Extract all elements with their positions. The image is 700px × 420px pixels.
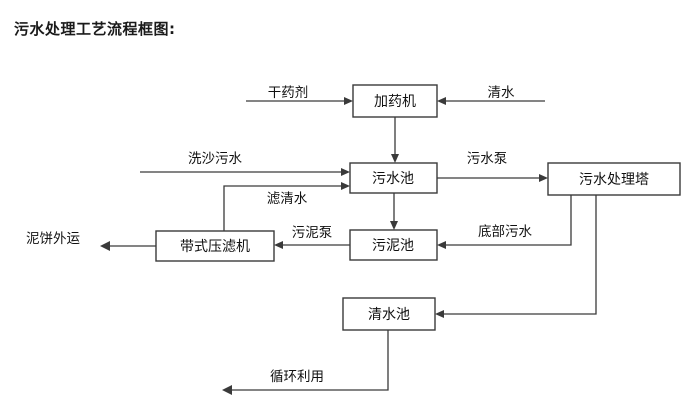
node-box [352, 84, 438, 118]
edge-line [441, 195, 597, 315]
node-box [155, 230, 275, 262]
node-label-dosing-machine: 加药机 [374, 94, 416, 110]
edge-label-mud-cake: 泥饼外运 [26, 231, 80, 247]
edge-label-recycle-use: 循环利用 [270, 369, 324, 385]
edge-tower-to-clear-water-pool [435, 195, 597, 318]
arrow-head-icon [435, 310, 444, 318]
edge-label-sludge-pump: 污泥泵 [292, 225, 333, 241]
edge-mud-cake-output: 泥饼外运 [26, 231, 156, 251]
edge-label-wash-sand-sewage: 洗沙污水 [188, 151, 242, 167]
edge-line [443, 195, 572, 246]
arrow-head-icon [390, 221, 398, 230]
arrow-head-icon [274, 241, 283, 249]
edge-label-sewage-pump: 污水泵 [467, 151, 508, 167]
node-label-belt-filter-press: 带式压滤机 [180, 239, 250, 255]
edge-bottom-sewage-to-sludge: 底部污水 [437, 195, 572, 249]
edge-sludge-pump-to-press: 污泥泵 [274, 225, 350, 249]
node-box [349, 229, 438, 261]
arrow-head-icon [222, 385, 232, 395]
node-treatment-tower[interactable]: 污水处理塔 [547, 162, 681, 196]
node-box [342, 297, 436, 331]
arrow-head-icon [539, 174, 548, 182]
arrow-head-icon [341, 182, 350, 190]
arrow-head-icon [344, 97, 353, 105]
node-label-sludge-pool: 污泥池 [372, 238, 414, 254]
edge-line [223, 185, 344, 231]
edge-wash-sand-sewage-to-pool: 洗沙污水 [140, 151, 350, 176]
node-label-sewage-pool: 污水池 [372, 171, 414, 187]
edge-label-clean-water: 清水 [488, 85, 516, 101]
edge-dry-agent-to-dosing: 干药剂 [246, 85, 353, 105]
arrow-head-icon [391, 154, 399, 163]
edge-recycle-use-output: 循环利用 [222, 330, 389, 395]
page-title: 污水处理工艺流程框图: [14, 20, 176, 38]
node-box [349, 162, 438, 194]
node-clear-water-pool[interactable]: 清水池 [342, 297, 436, 331]
node-sludge-pool[interactable]: 污泥池 [349, 229, 438, 261]
edge-dosing-to-sewage-pool [391, 117, 399, 163]
node-label-clear-water-pool: 清水池 [368, 307, 410, 323]
edge-label-dry-agent: 干药剂 [268, 85, 309, 101]
edge-clean-water-to-dosing: 清水 [437, 85, 545, 105]
edge-sewage-pump-to-tower: 污水泵 [437, 151, 548, 182]
arrow-head-icon [341, 168, 350, 176]
node-label-treatment-tower: 污水处理塔 [579, 172, 649, 188]
edge-sewage-pool-to-sludge-pool [390, 193, 398, 230]
node-sewage-pool[interactable]: 污水池 [349, 162, 438, 194]
edge-filtered-water-to-pool: 滤清水 [223, 182, 350, 231]
arrow-head-icon [437, 97, 446, 105]
node-dosing-machine[interactable]: 加药机 [352, 84, 438, 118]
edge-line [228, 330, 389, 391]
arrow-head-icon [100, 241, 110, 251]
edge-label-bottom-sewage: 底部污水 [478, 224, 532, 240]
node-belt-filter-press[interactable]: 带式压滤机 [155, 230, 275, 262]
node-box [547, 162, 681, 196]
edge-label-filtered-water: 滤清水 [267, 191, 308, 207]
arrow-head-icon [437, 241, 446, 249]
